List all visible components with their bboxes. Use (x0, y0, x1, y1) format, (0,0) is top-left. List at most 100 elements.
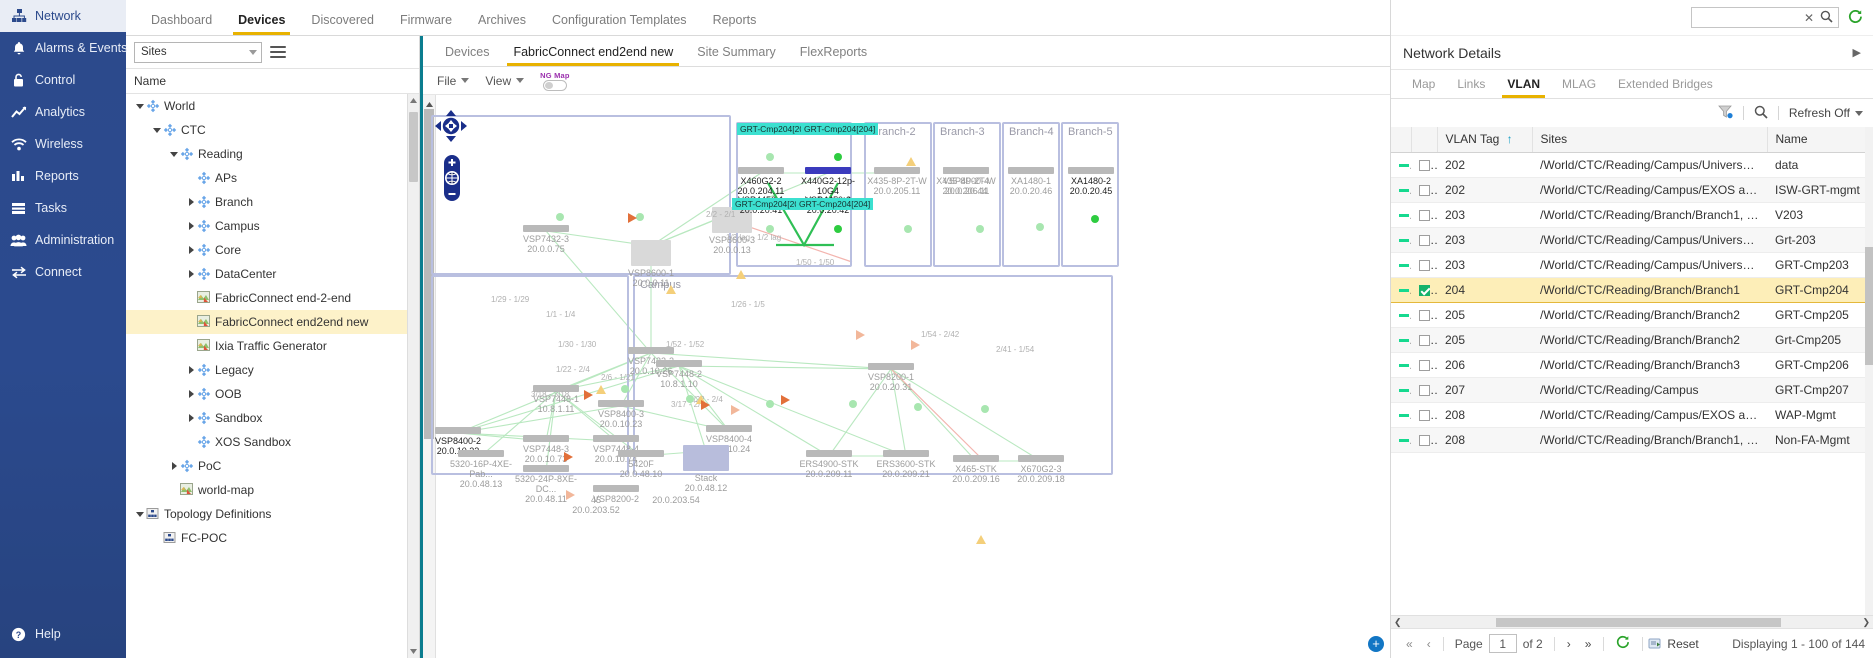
col-sites[interactable]: Sites (1532, 127, 1768, 153)
vlan-badge[interactable]: GRT-Cmp204[204] (796, 198, 874, 210)
tab-discovered[interactable]: Discovered (311, 13, 374, 27)
tab-configuration-templates[interactable]: Configuration Templates (551, 13, 687, 27)
row-checkbox[interactable] (1419, 359, 1430, 371)
grid-scrollbar-thumb[interactable] (1865, 247, 1873, 365)
tab-map[interactable]: Map (1412, 77, 1436, 91)
chevron-down-icon[interactable] (151, 127, 163, 133)
sidebar-item-alarms-events[interactable]: Alarms & Events (0, 32, 127, 64)
sidebar-item-connect[interactable]: Connect (0, 256, 126, 288)
hamburger-menu-icon[interactable] (270, 46, 286, 58)
tree-item-world-map[interactable]: world-map (126, 478, 419, 502)
row-select-cell[interactable] (1411, 427, 1437, 453)
scroll-up-icon[interactable] (409, 95, 418, 106)
tree-item-datacenter[interactable]: DataCenter (126, 262, 419, 286)
chevron-down-icon[interactable] (168, 151, 180, 157)
prev-page-icon[interactable]: ‹ (1426, 636, 1431, 651)
row-checkbox[interactable] (1419, 334, 1430, 346)
grid-vertical-scrollbar[interactable] (1865, 127, 1873, 615)
row-checkbox[interactable] (1419, 159, 1430, 171)
table-row[interactable]: 203/World/CTC/Reading/Campus/Universal-H… (1391, 227, 1873, 253)
tab-map-fabricconnect[interactable]: FabricConnect end2end new (501, 45, 685, 66)
file-menu-button[interactable]: File (437, 74, 470, 88)
tree-item-world[interactable]: World (126, 94, 419, 118)
search-icon[interactable] (1754, 105, 1768, 122)
tree-item-campus[interactable]: Campus (126, 214, 419, 238)
scroll-down-icon[interactable] (409, 646, 418, 657)
refresh-mode-button[interactable]: Refresh Off (1789, 106, 1863, 120)
row-select-cell[interactable] (1411, 252, 1437, 278)
col-name[interactable]: Name (1767, 127, 1873, 153)
sidebar-item-administration[interactable]: Administration (0, 224, 126, 256)
pan-control[interactable] (434, 109, 468, 146)
row-checkbox[interactable] (1419, 184, 1430, 196)
vlan-badge[interactable]: GRT-Cmp204[204] (732, 198, 810, 210)
chevron-right-icon[interactable] (185, 390, 197, 398)
table-row[interactable]: 203/World/CTC/Reading/Branch/Branch1, /W… (1391, 202, 1873, 228)
sidebar-item-control[interactable]: Control (0, 64, 126, 96)
topology-node[interactable]: VSP8200-2 (581, 485, 651, 504)
chevron-right-icon[interactable] (168, 462, 180, 470)
scroll-right-icon[interactable]: ❯ (1862, 616, 1870, 627)
search-input[interactable] (1692, 10, 1798, 25)
chevron-down-icon[interactable] (134, 511, 146, 517)
tab-map-site-summary[interactable]: Site Summary (697, 45, 776, 59)
map-scrollbar-thumb[interactable] (424, 109, 434, 439)
sidebar-item-reports[interactable]: Reports (0, 160, 126, 192)
row-checkbox[interactable] (1419, 284, 1430, 296)
topology-group-branch-5[interactable]: Branch-5 (1061, 122, 1119, 267)
table-row[interactable]: 203/World/CTC/Reading/Campus/Universal-H… (1391, 252, 1873, 278)
row-checkbox[interactable] (1419, 309, 1430, 321)
tree-item-ixia-traffic-generator[interactable]: Ixia Traffic Generator (126, 334, 419, 358)
refresh-icon[interactable] (1848, 9, 1863, 27)
tab-firmware[interactable]: Firmware (399, 13, 453, 27)
row-select-cell[interactable] (1411, 177, 1437, 203)
col-vlan-tag[interactable]: VLAN Tag ↑ (1437, 127, 1533, 153)
next-page-icon[interactable]: › (1566, 636, 1571, 651)
row-checkbox[interactable] (1419, 434, 1430, 446)
scroll-left-icon[interactable]: ❮ (1394, 616, 1402, 627)
row-select-cell[interactable] (1411, 302, 1437, 328)
table-row[interactable]: 208/World/CTC/Reading/Campus/EXOS and ER… (1391, 402, 1873, 428)
tree-item-fc-poc[interactable]: FC-POC (126, 526, 419, 550)
zoom-control[interactable] (441, 153, 463, 206)
table-row[interactable]: 202/World/CTC/Reading/Campus/Universal-H… (1391, 152, 1873, 178)
tree-item-xos-sandbox[interactable]: XOS Sandbox (126, 430, 419, 454)
row-checkbox[interactable] (1419, 409, 1430, 421)
tree-item-sandbox[interactable]: Sandbox (126, 406, 419, 430)
sidebar-item-network[interactable]: Network (0, 0, 126, 32)
chevron-right-icon[interactable] (185, 222, 197, 230)
refresh-icon[interactable] (1609, 635, 1637, 652)
row-checkbox[interactable] (1419, 209, 1430, 221)
row-select-cell[interactable] (1411, 327, 1437, 353)
row-checkbox[interactable] (1419, 384, 1430, 396)
chevron-right-icon[interactable] (185, 198, 197, 206)
row-checkbox[interactable] (1419, 234, 1430, 246)
tab-links[interactable]: Links (1457, 77, 1486, 91)
sidebar-item-wireless[interactable]: Wireless (0, 128, 126, 160)
reset-button[interactable]: Reset (1648, 637, 1699, 651)
vlan-badge[interactable]: GRT-Cmp204[204] (801, 123, 879, 135)
sidebar-item-tasks[interactable]: Tasks (0, 192, 126, 224)
topology-group-branch-3[interactable]: Branch-3 (933, 122, 1001, 267)
row-select-cell[interactable] (1411, 377, 1437, 403)
